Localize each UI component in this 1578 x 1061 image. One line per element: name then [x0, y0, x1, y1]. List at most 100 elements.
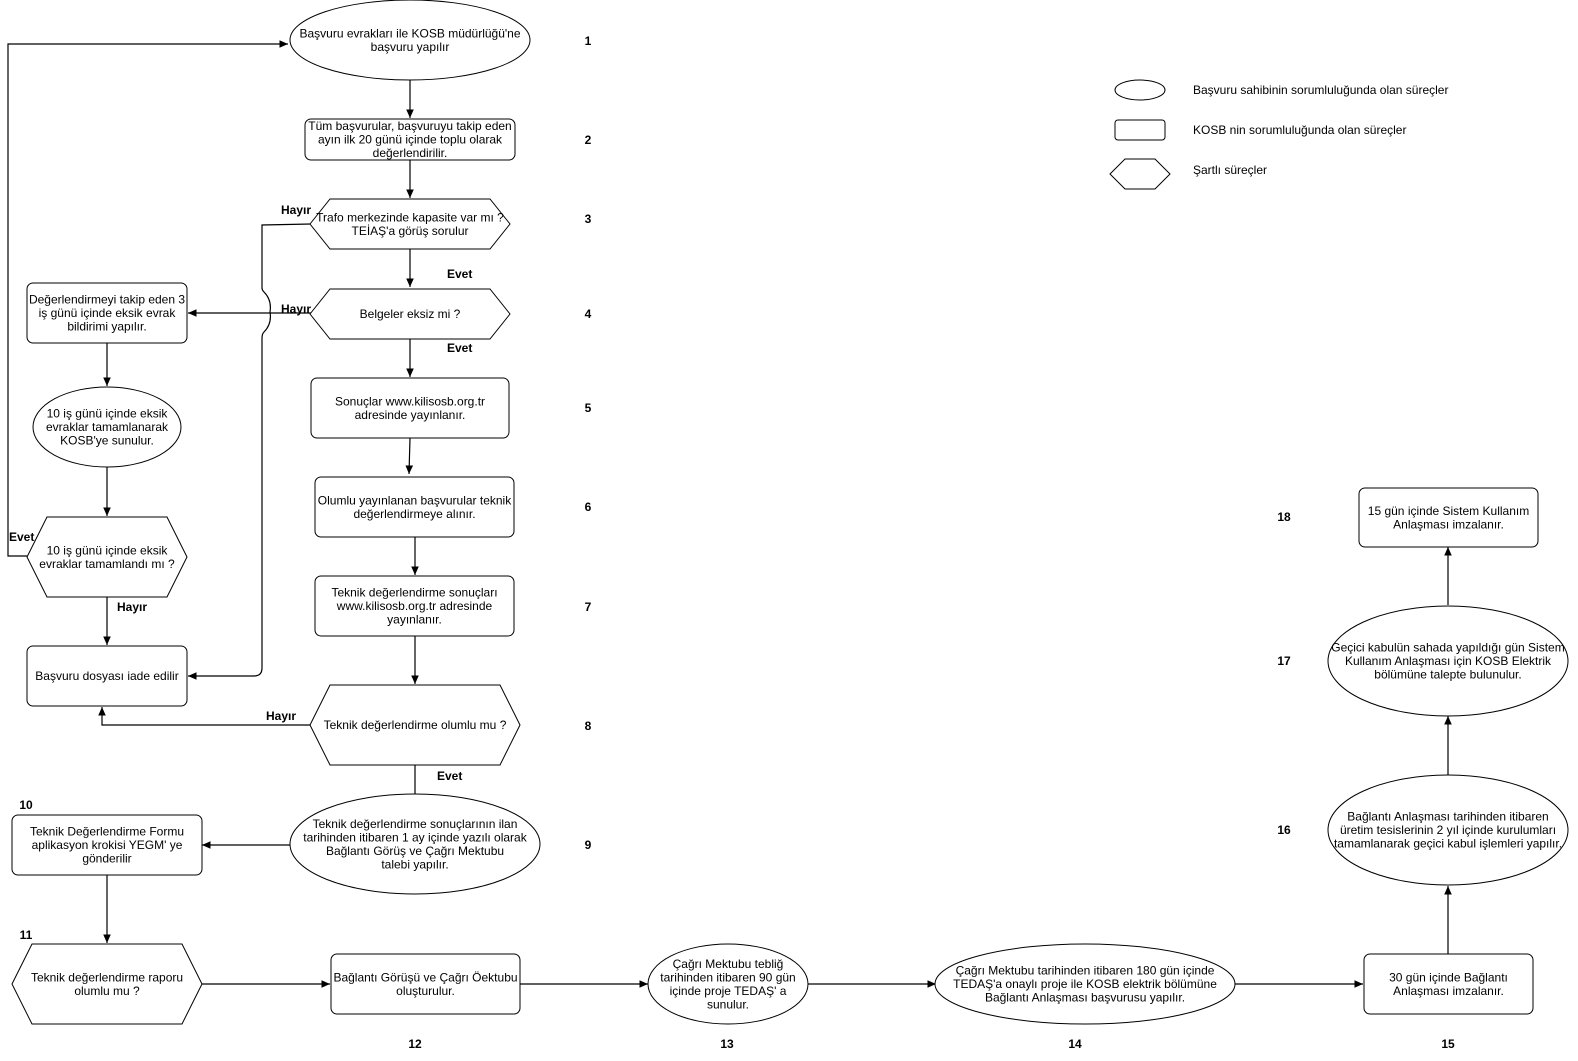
node-n10-line-1: aplikasyon krokisi YEGM' ye [32, 838, 183, 852]
step-number-1: 1 [585, 34, 592, 48]
step-number-18: 18 [1277, 510, 1291, 524]
node-n6-shape [314, 476, 515, 538]
label-evet-10q: Evet [9, 530, 34, 544]
node-n1-shape [289, 0, 531, 81]
step-number-15: 15 [1441, 1037, 1455, 1051]
node-n13-line-1: tarihinden itibaren 90 gün [660, 970, 795, 984]
node-n1-line-1: başvuru yapılır [371, 40, 450, 54]
node-n2-line-1: ayın ilk 20 günü içinde toplu olarak [318, 133, 503, 147]
connectors [7, 40, 1452, 988]
node-n13-line-0: Çağrı Mektubu tebliğ [673, 957, 784, 971]
node-n10q-line-0: 10 iş günü içinde eksik [47, 543, 169, 557]
node-n17-line-2: bölümüne talepte bulunulur. [1374, 668, 1521, 682]
node-n7: Teknik değerlendirme sonuçlarıwww.kiliso… [314, 575, 515, 637]
node-n3-line-1: TEİAŞ'a görüş sorulur [351, 224, 468, 238]
node-n12-line-0: Bağlantı Görüşü ve Çağrı Öektubu [333, 970, 517, 984]
node-n18-line-0: 15 gün içinde Sistem Kullanım [1368, 504, 1529, 518]
node-n2: Tüm başvurular, başvuruyu takip edenayın… [304, 118, 516, 161]
node-n9-line-1: tarihinden itibaren 1 ay içinde yazılı o… [303, 830, 527, 844]
step-number-16: 16 [1277, 823, 1291, 837]
node-n10gun-line-0: 10 iş günü içinde eksik [47, 407, 169, 421]
node-n3-shape [309, 198, 511, 250]
nodes: Başvuru evrakları ile KOSB müdürlüğü'neb… [11, 0, 1569, 1025]
step-number-4: 4 [585, 307, 592, 321]
node-n13-shape [647, 943, 809, 1025]
node-n18-line-1: Anlaşması imzalanır. [1393, 517, 1504, 531]
step-number-7: 7 [585, 600, 592, 614]
step-number-8: 8 [585, 719, 592, 733]
node-n7-shape [314, 575, 515, 637]
node-n17: Geçici kabulün sahada yapıldığı gün Sist… [1327, 605, 1569, 717]
label-hayir-3: Hayır [281, 203, 311, 217]
edge-3-hayir [188, 223, 312, 680]
legend-hexagon-icon [1109, 158, 1171, 190]
node-n7-line-0: Teknik değerlendirme sonuçları [331, 586, 497, 600]
node-n5-line-0: Sonuçlar www.kilisosb.org.tr [335, 394, 485, 408]
node-n15-line-0: 30 gün içinde Bağlantı [1389, 970, 1508, 984]
step-number-10: 10 [19, 798, 33, 812]
node-n16-line-2: tamamlanarak geçici kabul işlemleri yapı… [1334, 837, 1562, 851]
step-number-12: 12 [408, 1037, 422, 1051]
legend-hexagon-text: Şartlı süreçler [1193, 163, 1267, 177]
node-n14-shape [934, 943, 1236, 1025]
node-n17-line-1: Kullanım Anlaşması için KOSB Elektrik [1345, 654, 1552, 668]
node-n10q-shape [26, 516, 188, 598]
step-number-17: 17 [1277, 654, 1291, 668]
node-n13-line-3: sunulur. [707, 997, 749, 1011]
legend-ellipse-text: Başvuru sahibinin sorumluluğunda olan sü… [1193, 83, 1448, 97]
legend-ellipse-icon [1114, 79, 1166, 101]
step-number-13: 13 [720, 1037, 734, 1051]
node-n13-line-2: içinde proje TEDAŞ' a [670, 984, 787, 998]
node-n8-shape [309, 684, 521, 766]
edge-5-6 [405, 437, 414, 475]
node-n11-shape [11, 943, 203, 1025]
node-n17-line-0: Geçici kabulün sahada yapıldığı gün Sist… [1331, 641, 1564, 655]
step-number-9: 9 [585, 838, 592, 852]
node-n2-line-0: Tüm başvurular, başvuruyu takip eden [308, 119, 511, 133]
node-n15-shape [1363, 953, 1534, 1015]
node-n7-line-2: yayınlanır. [387, 613, 442, 627]
node-n7-line-1: www.kilisosb.org.tr adresinde [336, 599, 493, 613]
node-n10gun-shape [32, 386, 182, 468]
node-n12-shape [330, 953, 521, 1015]
node-n15-line-1: Anlaşması imzalanır. [1393, 984, 1504, 998]
node-n9-line-0: Teknik değerlendirme sonuçlarının ilan [313, 817, 518, 831]
legend-rect-icon [1114, 119, 1166, 141]
node-n10-shape [11, 814, 203, 876]
node-n8-line-0: Teknik değerlendirme olumlu mu ? [324, 718, 507, 732]
step-number-2: 2 [585, 133, 592, 147]
node-nEksik-shape [26, 282, 188, 344]
node-n10gun-line-1: evraklar tamamlanarak [46, 420, 169, 434]
node-nEksik: Değerlendirmeyi takip eden 3iş günü için… [26, 282, 188, 344]
node-n9-shape [289, 793, 541, 895]
node-n4-line-0: Belgeler eksiz mi ? [360, 307, 461, 321]
step-number-11: 11 [20, 928, 33, 942]
label-evet-8: Evet [437, 769, 462, 783]
node-n11-line-1: olumlu mu ? [74, 984, 140, 998]
node-n10q-line-1: evraklar tamamlandı mı ? [39, 557, 175, 571]
label-evet-3: Evet [447, 267, 472, 281]
node-n16: Bağlantı Anlaşması tarihinden itibarenür… [1327, 774, 1569, 886]
node-nEksik-line-1: iş günü içinde eksik evrak [39, 306, 177, 320]
legend-rect-text: KOSB nin sorumluluğunda olan süreçler [1193, 123, 1406, 137]
label-hayir-10q: Hayır [117, 600, 147, 614]
node-n10-line-2: gönderilir [82, 852, 131, 866]
node-n4-shape [309, 288, 511, 340]
node-n9-line-2: Bağlantı Görüş ve Çağrı Mektubu [326, 844, 504, 858]
step-number-6: 6 [585, 500, 592, 514]
node-n2-line-2: değerlendirilir. [373, 146, 448, 160]
label-hayir-4: Hayır [281, 302, 311, 316]
node-n9-line-3: talebi yapılır. [381, 857, 448, 871]
node-n3-line-0: Trafo merkezinde kapasite var mı ? [316, 210, 504, 224]
node-n14: Çağrı Mektubu tarihinden itibaren 180 gü… [934, 943, 1236, 1025]
node-n2-shape [304, 118, 516, 161]
node-n14-line-2: Bağlantı Anlaşması başvurusu yapılır. [985, 991, 1185, 1005]
node-n9: Teknik değerlendirme sonuçlarının ilanta… [289, 793, 541, 895]
